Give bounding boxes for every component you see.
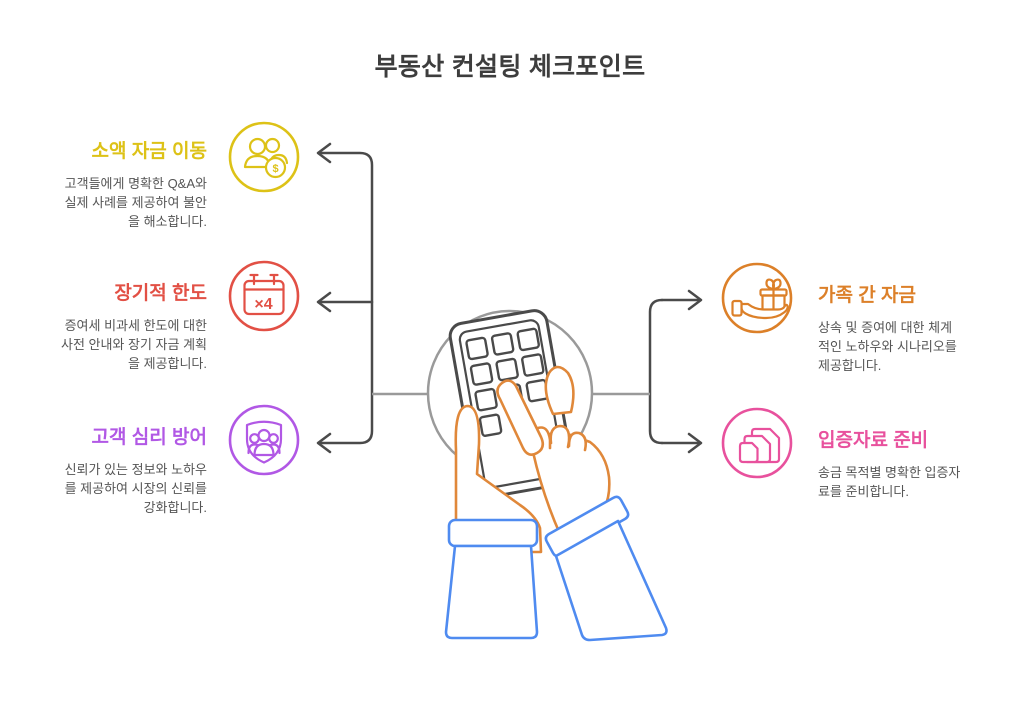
flow-connector-right [648,289,703,454]
shield-people-icon [226,402,302,478]
item-description: 고객들에게 명확한 Q&A와 실제 사례를 제공하여 불안 을 해소합니다. [64,176,207,229]
item-title: 가족 간 자금 [818,285,916,306]
dollar-symbol: $ [272,163,278,175]
item-title: 고객 심리 방어 [91,427,207,448]
item-customer-psych-defense: 고객 심리 방어 신뢰가 있는 정보와 노하우 를 제공하여 시장의 신뢰를 강… [30,426,207,517]
item-long-term-limit: 장기적 한도 증여세 비과세 한도에 대한 사전 안내와 장기 자금 계획 을 … [30,282,207,373]
item-proof-documents: 입증자료 준비 송금 목적별 명확한 입증자 료를 준비합니다. [818,429,1000,501]
item-description: 송금 목적별 명확한 입증자 료를 준비합니다. [818,465,961,499]
item-description: 신뢰가 있는 정보와 노하우 를 제공하여 시장의 신뢰를 강화합니다. [64,462,207,515]
item-title: 입증자료 준비 [818,430,929,451]
flow-connector-left [316,142,374,454]
item-description: 증여세 비과세 한도에 대한 사전 안내와 장기 자금 계획 을 제공합니다. [60,318,207,371]
page-title: 부동산 컨설팅 체크포인트 [374,53,646,81]
calendar-count-label: ×4 [254,296,272,313]
people-dollar-icon: $ [226,119,302,195]
calendar-x4-icon: ×4 [226,258,302,334]
item-family-funds: 가족 간 자금 상속 및 증여에 대한 체계 적인 노하우와 시나리오를 제공합… [818,284,1000,375]
sleeves-illustration [444,495,668,642]
item-title: 소액 자금 이동 [91,141,207,162]
documents-icon [719,405,795,481]
right-hand-illustration [496,365,611,536]
item-description: 상속 및 증여에 대한 체계 적인 노하우와 시나리오를 제공합니다. [818,320,957,373]
item-title: 장기적 한도 [114,283,207,304]
gift-hand-icon [719,260,795,336]
item-small-fund-transfer: 소액 자금 이동 고객들에게 명확한 Q&A와 실제 사례를 제공하여 불안 을… [30,140,207,231]
left-hand-illustration [454,404,543,554]
